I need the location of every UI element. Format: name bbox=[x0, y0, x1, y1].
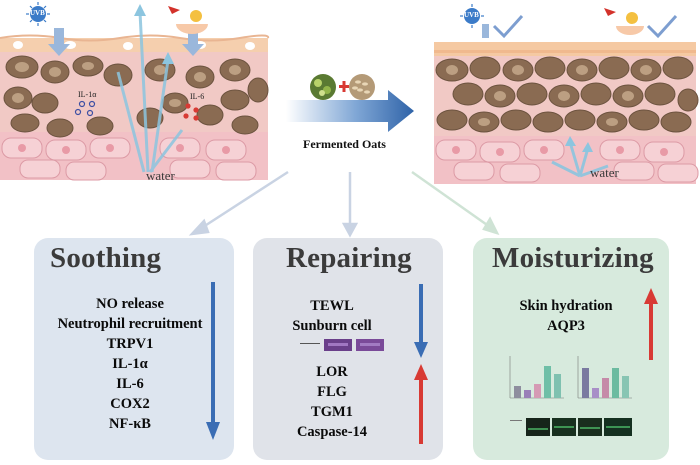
repairing-up-arrow bbox=[414, 364, 428, 444]
uvb-icon bbox=[30, 6, 46, 22]
water-label-left: water bbox=[146, 168, 175, 183]
soothing-item: TRPV1 bbox=[106, 336, 154, 352]
blocked-check-icon-2 bbox=[646, 14, 678, 39]
cytokine-label-il6: IL-6 bbox=[190, 92, 205, 101]
water-label-right: water bbox=[590, 165, 619, 180]
il1a-dots bbox=[74, 100, 96, 117]
irritant-icon bbox=[176, 24, 208, 34]
uvb-arrow bbox=[54, 28, 64, 46]
repairing-down-item: TEWL bbox=[310, 298, 354, 314]
repairing-title: Repairing bbox=[286, 242, 412, 274]
soothing-item: Neutrophil recruitment bbox=[57, 316, 203, 332]
soothing-item: NO release bbox=[96, 296, 164, 312]
repairing-up-item: Caspase-14 bbox=[296, 424, 368, 440]
moisturizing-title: Moisturizing bbox=[492, 242, 654, 274]
fermented-oats-icon bbox=[310, 74, 375, 100]
moisturizing-item: Skin hydration bbox=[519, 298, 613, 314]
uvb-label-left: UVB bbox=[30, 9, 45, 17]
healthy-skin-illustration bbox=[434, 4, 699, 184]
il6-dots bbox=[183, 103, 199, 121]
soothing-item: IL-6 bbox=[116, 376, 144, 392]
keratinocyte-cells bbox=[3, 55, 269, 138]
fermented-oats-label: Fermented Oats bbox=[303, 137, 386, 151]
blocked-check-icon bbox=[492, 14, 524, 39]
aqp3-bar-charts-thumbnail bbox=[509, 356, 632, 399]
repairing-down-arrow bbox=[414, 284, 428, 358]
aqp3-staining-thumbnail bbox=[510, 418, 632, 436]
damaged-skin-illustration bbox=[0, 2, 270, 181]
soothing-item: COX2 bbox=[110, 396, 150, 412]
soothing-title: Soothing bbox=[50, 242, 162, 274]
soothing-item: IL-1α bbox=[112, 356, 148, 372]
cytokine-label-il1a: IL-1α bbox=[78, 90, 97, 99]
repairing-up-item: FLG bbox=[317, 384, 347, 400]
repairing-down-list: TEWL Sunburn cell bbox=[262, 296, 402, 336]
uvb-icon-right bbox=[464, 8, 480, 24]
sunburn-cell-blot bbox=[300, 339, 384, 351]
repairing-up-list: LOR FLG TGM1 Caspase-14 bbox=[262, 362, 402, 442]
repairing-up-item: TGM1 bbox=[311, 404, 353, 420]
moisturizing-up-arrow bbox=[644, 288, 658, 360]
repairing-up-item: LOR bbox=[316, 364, 348, 380]
soothing-panel bbox=[34, 238, 234, 460]
keratinocyte-cells-right bbox=[435, 56, 699, 133]
water-retained-arrows bbox=[551, 141, 609, 178]
water-loss-arrows bbox=[116, 11, 184, 173]
process-arrow bbox=[286, 90, 414, 132]
uvb-label-right: UVB bbox=[464, 11, 479, 19]
soothing-down-arrow bbox=[206, 282, 220, 440]
soothing-list: NO release Neutrophil recruitment TRPV1 … bbox=[40, 294, 220, 434]
moisturizing-item: AQP3 bbox=[547, 318, 585, 334]
soothing-item: NF-κB bbox=[109, 416, 151, 432]
repairing-down-item: Sunburn cell bbox=[292, 318, 372, 334]
moisturizing-list: Skin hydration AQP3 bbox=[500, 296, 632, 336]
